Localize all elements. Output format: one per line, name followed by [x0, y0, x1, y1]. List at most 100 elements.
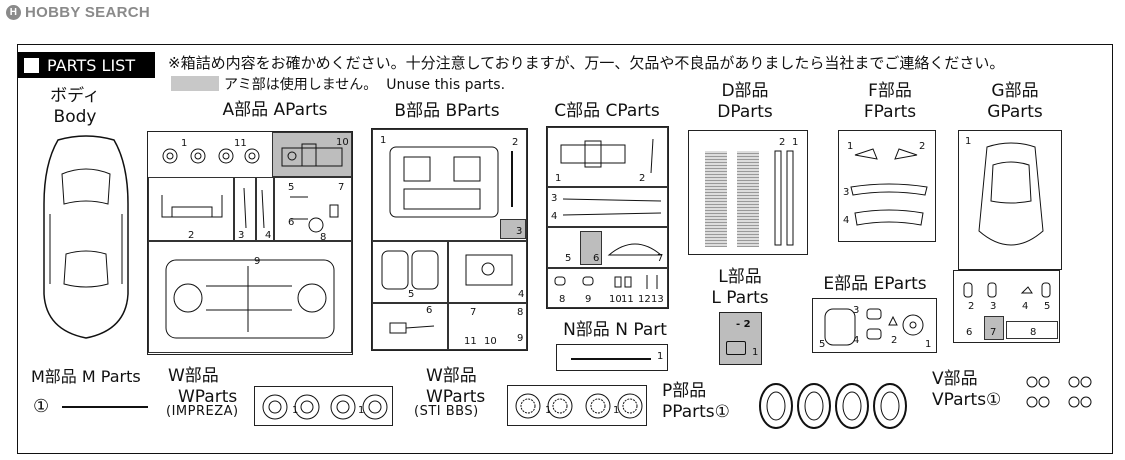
f-parts-label: F部品 FParts [840, 81, 940, 122]
w1-num: 1 [358, 405, 365, 416]
unuse-jp: アミ部は使用しません。 [224, 77, 378, 93]
e-num: 2 [891, 335, 898, 346]
g-window-drawing [978, 142, 1044, 246]
c-num: 3 [551, 193, 558, 204]
g-num: 4 [1022, 301, 1029, 312]
a-chassis-drawing [165, 259, 335, 339]
w1-note: (IMPREZA) [166, 404, 239, 419]
b-interior-drawing [389, 146, 499, 218]
logo-mark-icon: H [6, 5, 21, 20]
a-small-parts-drawing [290, 196, 339, 233]
d-unused-sheet-1 [705, 151, 727, 247]
l-parts-frame: - 2 1 [719, 312, 762, 365]
body-label-en: Body [53, 106, 97, 127]
b-num: 3 [516, 226, 523, 237]
p-label-jp: P部品 [662, 381, 707, 401]
a-cell-4 [256, 177, 274, 241]
a-num: 7 [338, 182, 345, 193]
d-parts-label: D部品 DParts [695, 81, 795, 122]
d-num: 2 [779, 137, 786, 148]
n-parts-frame: 1 [556, 344, 668, 371]
g-num: 7 [990, 327, 997, 338]
f-label-jp: F部品 [868, 81, 912, 101]
b-parts-label: B部品 BParts [394, 101, 500, 121]
w2-wheels-frame: 1 1 [507, 385, 647, 426]
logo-text: HOBBY SEARCH [25, 4, 151, 21]
w1-num: 1 [292, 405, 299, 416]
site-logo: H HOBBY SEARCH [6, 4, 150, 21]
f-spoilers-drawing [850, 183, 928, 226]
b-num: 9 [517, 333, 524, 344]
l-label-en: L Parts [711, 287, 769, 308]
a-num: 10 [336, 137, 349, 148]
b-cell-6 [372, 303, 448, 350]
g-parts-label: G部品 GParts [965, 81, 1065, 122]
c-num: 13 [651, 294, 664, 305]
a-num: 4 [265, 230, 272, 241]
w1-wheels-drawing [262, 394, 388, 420]
e-num: 1 [925, 339, 932, 350]
b-num: 11 [464, 336, 477, 347]
e-clear-parts-drawing [824, 308, 924, 346]
b-exhaust-drawing [389, 322, 435, 334]
a-cell-5-8 [274, 177, 352, 241]
a-cell-9 [148, 241, 352, 353]
a-num: 1 [181, 138, 188, 149]
g-label-en: GParts [987, 101, 1043, 122]
g-label-jp: G部品 [991, 81, 1039, 101]
w2-num: 1 [545, 405, 552, 416]
b-num: 4 [518, 289, 525, 300]
v-label-en: VParts① [932, 389, 1002, 410]
e-num: 4 [853, 335, 860, 346]
c-cell-1-2 [547, 127, 668, 187]
w2-note: (STI BBS) [414, 404, 479, 419]
l-part-shape [726, 341, 746, 355]
a-frame-2-drawing [161, 195, 223, 218]
unuse-swatch [171, 76, 219, 91]
n-antenna-drawing [571, 358, 651, 360]
f-parts-frame: 1 2 3 4 [838, 130, 936, 242]
w2-wheels-drawing [515, 393, 643, 419]
a-num: 5 [288, 182, 295, 193]
b-num: 2 [512, 137, 519, 148]
l-num-2: 2 [743, 319, 751, 330]
a-cell-2 [148, 177, 234, 241]
body-label: ボディ Body [40, 86, 110, 127]
b-num: 10 [484, 336, 497, 347]
d-label-en: DParts [717, 101, 773, 122]
f-num: 1 [847, 141, 854, 152]
c-num: 4 [551, 211, 558, 222]
b-num: 6 [426, 305, 433, 316]
f-num: 4 [843, 215, 850, 226]
a-num: 2 [188, 230, 195, 241]
f-lights-drawing [854, 148, 918, 160]
c-rods-drawing [562, 198, 662, 216]
w1-label-en: WParts [178, 386, 238, 407]
body-label-jp: ボディ [50, 86, 100, 106]
b-num: 1 [380, 135, 387, 146]
c-num: 5 [565, 253, 572, 264]
l-label-jp: L部品 [718, 267, 762, 287]
c-num: 6 [593, 253, 600, 264]
a-parts-frame: 1 11 10 2 3 4 5 7 6 8 9 [147, 131, 353, 355]
g-num: 8 [1030, 327, 1037, 338]
d-strips-drawing [774, 150, 794, 246]
c-num: 7 [657, 253, 664, 264]
f-num: 3 [843, 187, 850, 198]
m-parts-label: M部品 M Parts [31, 367, 141, 386]
g-num: 5 [1044, 301, 1051, 312]
f-label-en: FParts [863, 101, 917, 122]
c-num: 8 [559, 294, 566, 305]
w2-label-en: WParts [426, 386, 486, 407]
c-lever-drawing [650, 138, 654, 174]
a-num: 3 [238, 230, 245, 241]
p-parts-label: P部品 PParts① [662, 381, 758, 422]
a-cell-10 [272, 132, 352, 177]
g-num: 6 [966, 327, 973, 338]
parts-list-title: PARTS LIST [47, 55, 136, 75]
a-round-parts-drawing [162, 148, 260, 164]
e-num: 5 [819, 339, 826, 350]
c-num: 11 [621, 294, 634, 305]
g-parts-frame: 1 [958, 130, 1062, 270]
c-num: 12 [638, 294, 651, 305]
